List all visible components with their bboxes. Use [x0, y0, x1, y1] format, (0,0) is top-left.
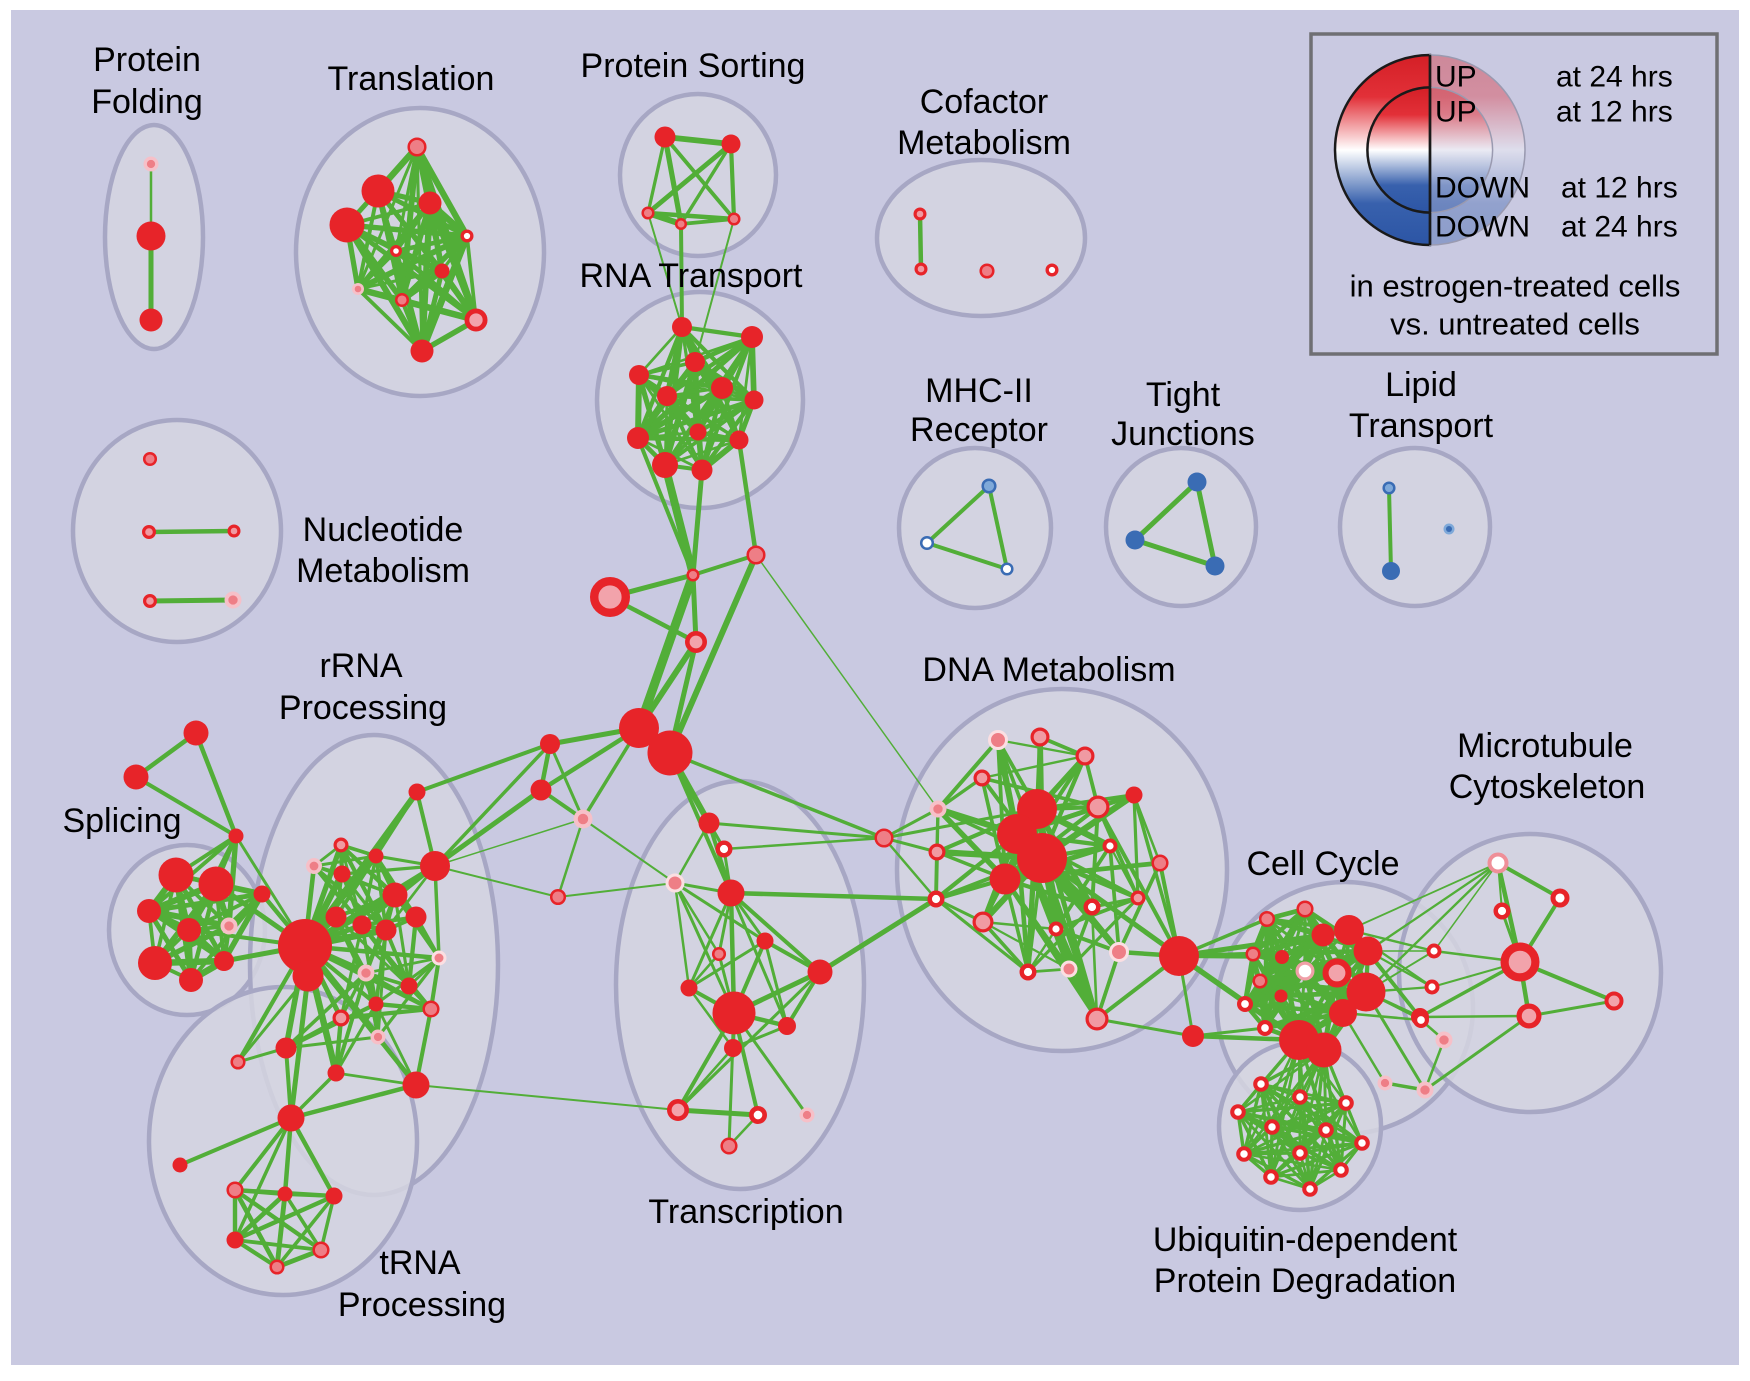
svg-text:Processing: Processing [279, 689, 447, 727]
svg-text:RNA Transport: RNA Transport [580, 257, 804, 295]
svg-text:DOWN: DOWN [1435, 172, 1530, 205]
svg-text:Junctions: Junctions [1111, 415, 1255, 453]
svg-text:Lipid: Lipid [1385, 366, 1457, 404]
svg-text:Microtubule: Microtubule [1457, 727, 1633, 765]
svg-text:Metabolism: Metabolism [897, 124, 1071, 162]
svg-text:DNA Metabolism: DNA Metabolism [922, 651, 1175, 689]
svg-text:MHC-II: MHC-II [925, 372, 1033, 410]
svg-text:Cofactor: Cofactor [920, 83, 1049, 121]
svg-text:UP: UP [1435, 61, 1477, 94]
svg-text:Splicing: Splicing [62, 802, 181, 840]
svg-text:UP: UP [1435, 96, 1477, 129]
svg-text:at 24 hrs: at 24 hrs [1561, 211, 1678, 244]
svg-text:Tight: Tight [1146, 376, 1221, 414]
svg-text:Protein Sorting: Protein Sorting [581, 47, 806, 85]
svg-text:vs. untreated cells: vs. untreated cells [1390, 307, 1640, 342]
svg-text:in estrogen-treated cells: in estrogen-treated cells [1350, 269, 1681, 304]
svg-text:Processing: Processing [338, 1286, 506, 1324]
svg-text:Cell Cycle: Cell Cycle [1246, 845, 1399, 883]
svg-text:at 24 hrs: at 24 hrs [1556, 61, 1673, 94]
svg-text:rRNA: rRNA [319, 647, 402, 685]
svg-text:Receptor: Receptor [910, 411, 1048, 449]
svg-text:Protein: Protein [93, 41, 201, 79]
svg-text:tRNA: tRNA [379, 1244, 461, 1282]
svg-text:Cytoskeleton: Cytoskeleton [1449, 768, 1646, 806]
svg-text:Folding: Folding [91, 83, 203, 121]
svg-text:Nucleotide: Nucleotide [303, 511, 464, 549]
svg-text:Transport: Transport [1349, 407, 1494, 445]
svg-text:Ubiquitin-dependent: Ubiquitin-dependent [1153, 1221, 1458, 1259]
svg-text:Translation: Translation [328, 60, 495, 98]
svg-text:at 12 hrs: at 12 hrs [1561, 172, 1678, 205]
svg-text:at 12 hrs: at 12 hrs [1556, 96, 1673, 129]
svg-text:Protein Degradation: Protein Degradation [1154, 1262, 1456, 1300]
svg-text:DOWN: DOWN [1435, 211, 1530, 244]
svg-text:Transcription: Transcription [648, 1193, 843, 1231]
svg-text:Metabolism: Metabolism [296, 552, 470, 590]
